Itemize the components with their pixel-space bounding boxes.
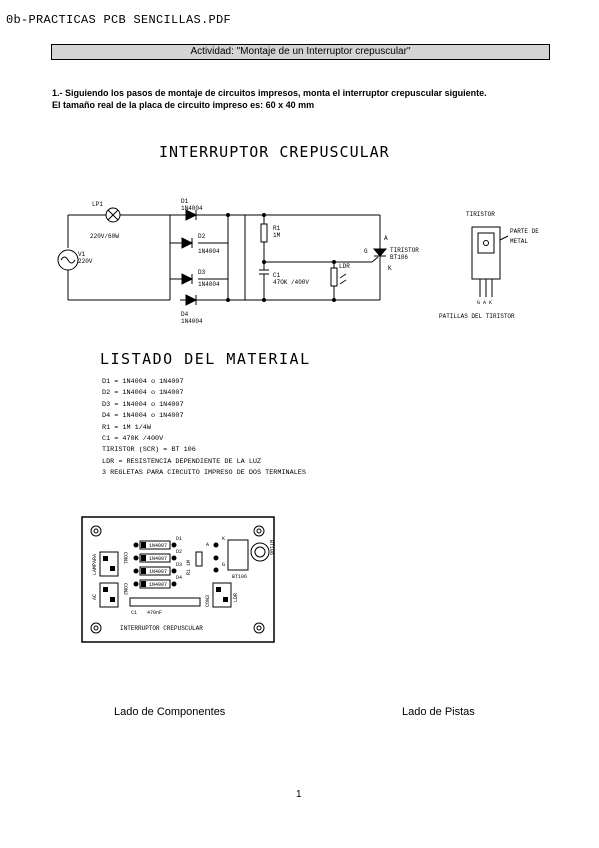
caption-component-side: Lado de Componentes (114, 706, 226, 718)
page-number: 1 (296, 789, 302, 800)
scr-name: TIRISTOR (390, 247, 419, 254)
pcb-scr-label: BT106 (268, 540, 274, 555)
pcb-con2: CON2 (122, 583, 128, 595)
materials-list: D1 = 1N4004 o 1N4007 D2 = 1N4004 o 1N400… (102, 377, 306, 480)
material-item: D4 = 1N4004 o 1N4007 (102, 412, 184, 421)
thyristor-caption: PATILLAS DEL TIRISTOR (439, 313, 515, 320)
d2-value: 1N4004 (198, 248, 220, 255)
pcb-k: K (222, 536, 225, 542)
pin-g: G (364, 248, 368, 255)
d1-value: 1N4004 (181, 205, 203, 212)
instruction-text: 1.- Siguiendo los pasos de montaje de ci… (52, 88, 487, 98)
c1-ref: C1 (273, 272, 281, 279)
material-item: C1 = 470K /400V (102, 435, 164, 444)
pcb-r1: R1 1M (186, 560, 192, 575)
thyristor-title: TIRISTOR (466, 211, 495, 218)
source-value: 220V (78, 258, 93, 265)
pin-k: K (388, 265, 392, 272)
pcb-d4-part: 1N4007 (149, 582, 167, 588)
d4-value: 1N4004 (181, 318, 203, 325)
pcb-g: G (222, 562, 225, 568)
material-item: LDR = RESISTENCIA DEPENDIENTE DE LA LUZ (102, 457, 262, 466)
thyristor-pins: G A K (477, 300, 492, 306)
pin-a: A (384, 235, 388, 242)
material-item: 3 REGLETAS PARA CIRCUITO IMPRESO DE DOS … (102, 469, 306, 478)
lamp-value: 220V/60W (90, 233, 119, 240)
pcb-d2: D2 (176, 549, 182, 555)
r1-value: 1M (273, 232, 281, 239)
document-header: 0b-PRACTICAS PCB SENCILLAS.PDF (6, 13, 232, 27)
r1-ref: R1 (273, 225, 281, 232)
board-size-text: El tamaño real de la placa de circuito i… (52, 100, 315, 110)
materials-title: LISTADO DEL MATERIAL (100, 350, 311, 368)
source-ref: V1 (78, 251, 86, 258)
pcb-d3: D3 (176, 562, 182, 568)
material-item: D3 = 1N4004 o 1N4007 (102, 400, 184, 409)
pcb-d1: D1 (176, 536, 182, 542)
pcb-title: INTERRUPTOR CREPUSCULAR (120, 625, 203, 632)
pcb-lampara: LAMPARA (92, 554, 98, 575)
pcb-d1-part: 1N4007 (149, 543, 167, 549)
pcb-con3: CON3 (205, 595, 211, 607)
pcb-c1-value: 470nF (147, 610, 162, 616)
pcb-c1: C1 (131, 610, 137, 616)
pcb-bt: BT106 (232, 574, 247, 580)
d3-ref: D3 (198, 269, 206, 276)
pcb-d4: D4 (176, 575, 182, 581)
material-item: R1 = 1M 1/4W (102, 423, 151, 432)
d1-ref: D1 (181, 198, 189, 205)
material-item: D2 = 1N4004 o 1N4007 (102, 389, 184, 398)
d4-ref: D4 (181, 311, 189, 318)
circuit-title: INTERRUPTOR CREPUSCULAR (159, 143, 390, 161)
d3-value: 1N4004 (198, 281, 220, 288)
material-item: D1 = 1N4004 o 1N4007 (102, 378, 184, 386)
activity-title-bar: Actividad: "Montaje de un Interruptor cr… (51, 44, 550, 60)
pcb-d2-part: 1N4007 (149, 556, 167, 562)
caption-track-side: Lado de Pistas (402, 706, 475, 718)
scr-model: BT106 (390, 254, 408, 261)
pcb-d3-part: 1N4007 (149, 569, 167, 575)
pcb-con1: CON1 (122, 552, 128, 564)
lamp-ref: LP1 (92, 201, 103, 208)
pcb-ac: AC (92, 594, 98, 600)
pcb-a: A (206, 542, 209, 548)
d2-ref: D2 (198, 233, 206, 240)
ldr-label: LDR (339, 263, 350, 270)
c1-value: 47OK /400V (273, 279, 309, 286)
metal-part-line1: PARTE DE (510, 228, 539, 235)
pcb-ldr: LDR (233, 593, 239, 602)
material-item: TIRISTOR (SCR) = BT 106 (102, 446, 196, 455)
metal-part-line2: METAL (510, 238, 528, 245)
